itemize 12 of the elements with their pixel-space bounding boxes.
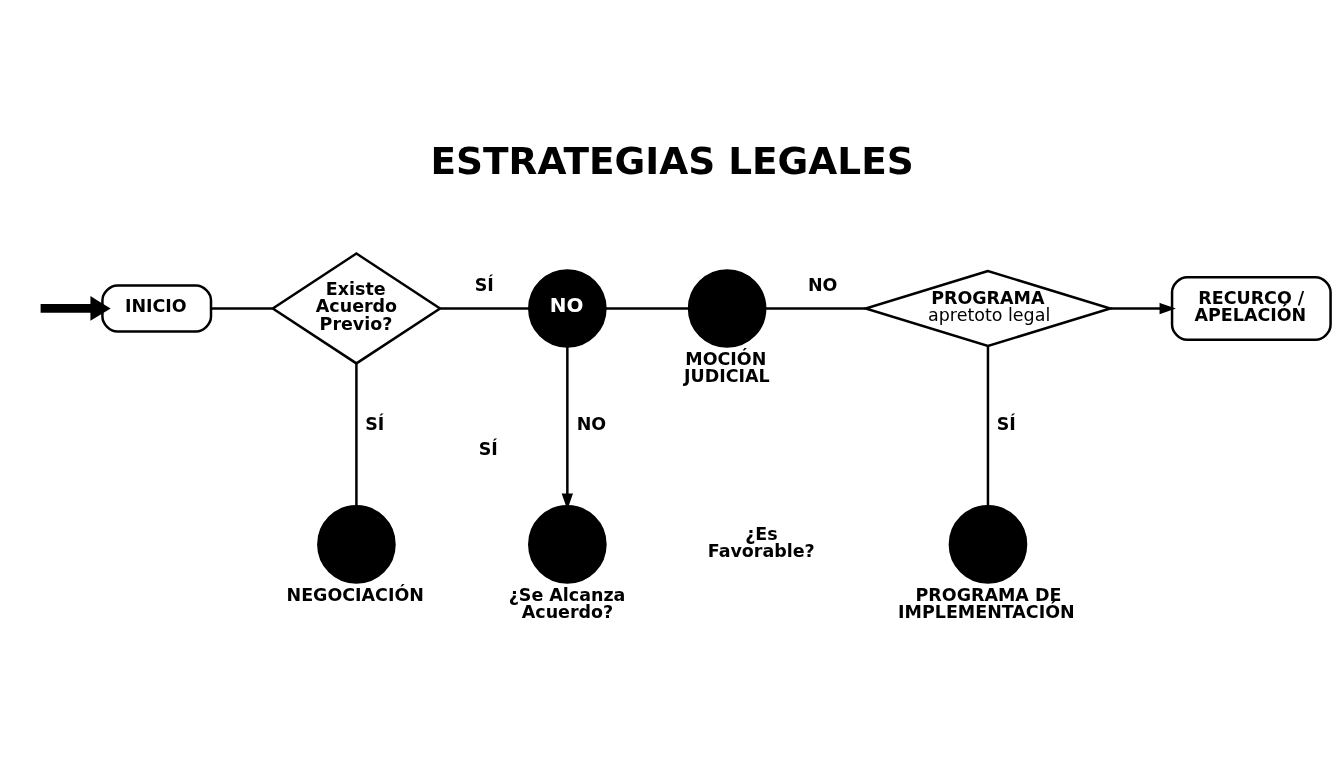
edge-label: SÍ [474, 274, 494, 295]
diagram-title: ESTRATEGIAS LEGALES [430, 138, 914, 183]
node-label: MOCIÓN JUDICIAL [684, 348, 770, 387]
edge-label: NO [807, 274, 838, 295]
edge-label: SÍ [996, 414, 1016, 435]
edge-label: SÍ [365, 414, 385, 435]
node-label: PROGRAMA DE IMPLEMENTACIÓN [898, 584, 1075, 623]
node-label: ¿Se Alcanza Acuerdo? [508, 584, 626, 623]
label: ¿Es Favorable? [707, 523, 815, 562]
node-label: SÍ [478, 438, 498, 459]
node-label: NEGOCIACIÓN [286, 584, 424, 605]
edge-label: NO [576, 414, 607, 435]
